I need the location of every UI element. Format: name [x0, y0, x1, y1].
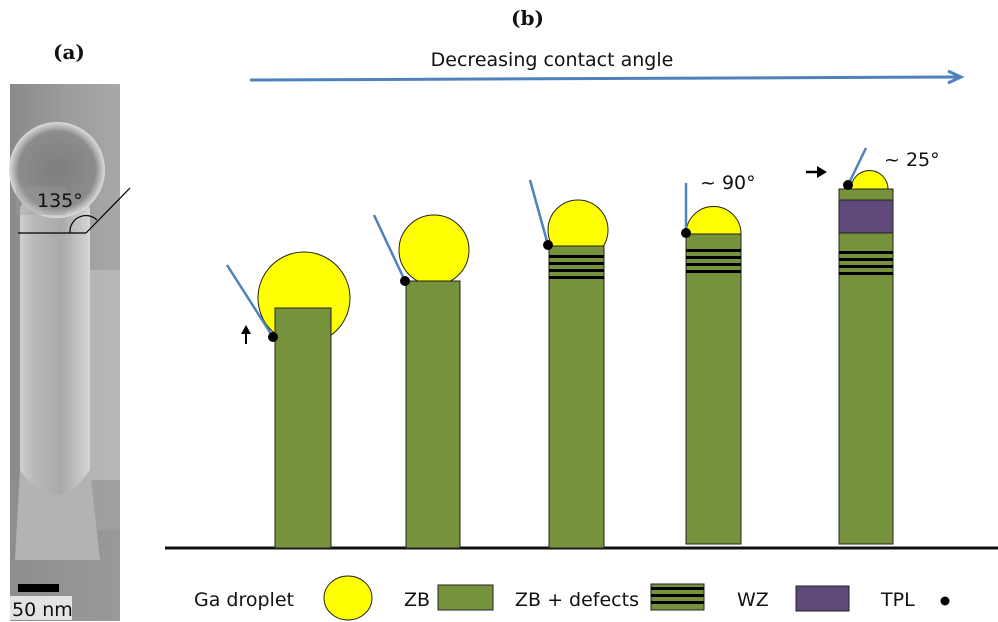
defect-stripes-3: [549, 255, 604, 279]
scale-label: 50 nm: [12, 599, 73, 621]
nanowire-4: ~ 90°: [681, 172, 756, 545]
tpl-dot-4: [681, 228, 691, 238]
right-arrow-head: [817, 166, 827, 178]
wz-segment-5: [838, 199, 894, 234]
sem-nanowire: [20, 200, 90, 530]
defect-stripes-5: [839, 251, 893, 275]
droplet-5: [850, 170, 889, 190]
tpl-dot-2: [400, 276, 410, 286]
scale-bar: [18, 584, 59, 592]
legend-swatch-ga-droplet: [323, 575, 373, 621]
zb-segment-5: [838, 188, 894, 545]
legend: Ga droplet ZB ZB + defects WZ TPL: [194, 575, 950, 621]
zb-segment-3: [548, 245, 605, 549]
zb-segment-2: [405, 280, 461, 549]
panel-b-label: (b): [511, 6, 544, 30]
title-text: Decreasing contact angle: [431, 49, 674, 71]
zb-segment-4: [685, 233, 742, 545]
contact-angle-line-5: [846, 147, 868, 186]
angle-label-25: ~ 25°: [884, 149, 940, 171]
legend-swatch-wz: [795, 585, 850, 612]
sem-angle-arc: [69, 214, 98, 234]
nanowire-3: [528, 179, 609, 549]
legend-swatch-tpl: [940, 596, 950, 606]
sem-angle-tangent: [85, 187, 131, 234]
nanowire-2: [372, 214, 470, 549]
tpl-dot-1: [268, 332, 278, 342]
contact-angle-line-2: [372, 214, 407, 282]
sem-droplet: [9, 122, 105, 218]
nanowire-1: [225, 251, 351, 549]
legend-swatch-zb: [437, 584, 494, 611]
legend-label-wz: WZ: [737, 589, 769, 611]
sem-angle-label: 135°: [37, 190, 83, 212]
zb-segment-1: [274, 307, 332, 549]
tpl-dot-5: [843, 180, 853, 190]
panel-a-label: (a): [53, 40, 85, 64]
tpl-dot-3: [543, 240, 553, 250]
contact-angle-line-1: [225, 264, 275, 338]
legend-label-zb: ZB: [404, 589, 430, 611]
direction-arrow-head: [947, 69, 965, 85]
legend-swatch-zb-defects: [650, 583, 705, 611]
legend-label-zb-defects: ZB + defects: [515, 589, 639, 611]
droplet-4: [685, 206, 742, 235]
droplet-2: [398, 214, 470, 286]
legend-label-ga-droplet: Ga droplet: [194, 589, 294, 611]
angle-label-90: ~ 90°: [700, 172, 756, 194]
legend-label-tpl: TPL: [880, 589, 915, 611]
contact-angle-line-3: [528, 179, 550, 246]
nanowire-5: ~ 25°: [806, 147, 940, 545]
direction-arrow-line: [249, 75, 959, 82]
defect-stripes-4: [686, 249, 741, 273]
up-arrow-head: [241, 325, 251, 334]
